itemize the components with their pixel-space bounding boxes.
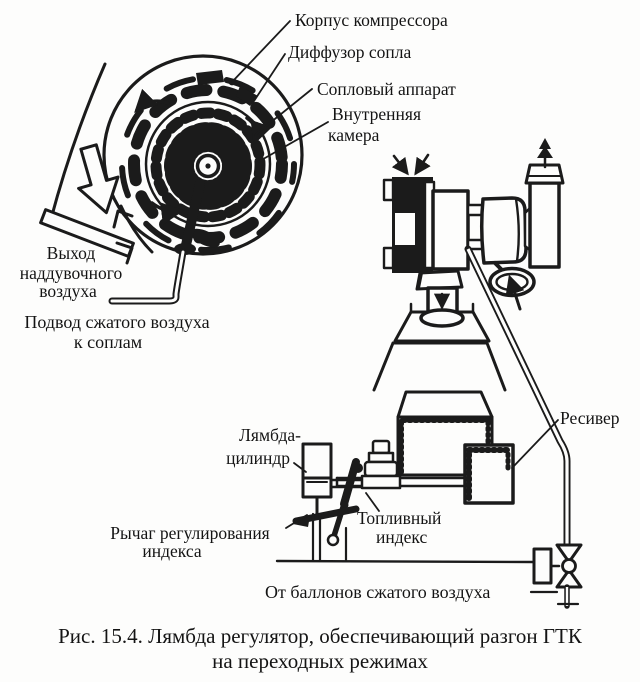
index-lever-label: Рычаг регулирования [110,523,269,543]
turbine-drum [479,196,528,265]
compressor-assembly-drawing [39,54,304,305]
shutoff-valve [532,543,583,609]
figure-caption: на переходных режимах [212,649,428,673]
outlet-label: воздуха [39,281,97,301]
lambda-cylinder-label: цилиндр [226,448,290,468]
outlet-label: Выход [47,243,96,263]
outlet-label: наддувочного [20,263,123,283]
inner-chamber-label: камера [328,125,380,145]
air-supply-label: Подвод сжатого воздуха [24,312,209,332]
compressor-annotations [228,20,329,163]
pedestal [372,302,507,392]
compressed-air-pipe [108,179,205,305]
fuel-index-label: индекс [376,527,427,547]
up-arrow-icon [537,146,553,158]
air-bottles-label: От баллонов сжатого воздуха [265,582,490,602]
index-lever [292,505,360,527]
compressor-casing [431,189,470,271]
ring-gauge [488,261,536,311]
turbocharger-drawing [372,138,565,392]
support-stand [275,512,535,564]
outlet-arrow-icon [77,143,120,215]
exhaust-column [524,138,565,269]
figure-caption: Рис. 15.4. Лямбда регулятор, обеспечиваю… [58,624,583,648]
flow-arrow-icon [245,116,272,145]
intake-arrow-icon [391,154,409,176]
ring-arrow-icon [505,274,525,311]
up-arrow-icon [539,138,551,149]
lambda-cylinder-label: Лямбда- [239,425,301,445]
index-lever-label: индекса [142,541,201,561]
air-pipe [464,245,571,549]
fuel-pump-block [396,390,494,477]
charge-air-outlet [39,143,135,265]
housing-label: Корпус компрессора [295,10,448,30]
fuel-index-label: Топливный [357,508,441,528]
intake-arrow-icon [414,153,431,176]
flow-arrow-icon [134,88,170,113]
lambda-cylinder [301,442,370,516]
nozzle-apparatus-label: Сопловый аппарат [317,79,456,99]
receiver-label: Ресивер [560,408,620,428]
air-supply-label: к соплам [74,332,142,352]
fuel-index-valve [353,439,402,490]
diffuser-label: Диффузор сопла [288,42,411,62]
flow-arrow-icon [150,201,185,225]
inner-chamber-label: Внутренняя [332,104,421,124]
receiver-box [463,443,515,505]
